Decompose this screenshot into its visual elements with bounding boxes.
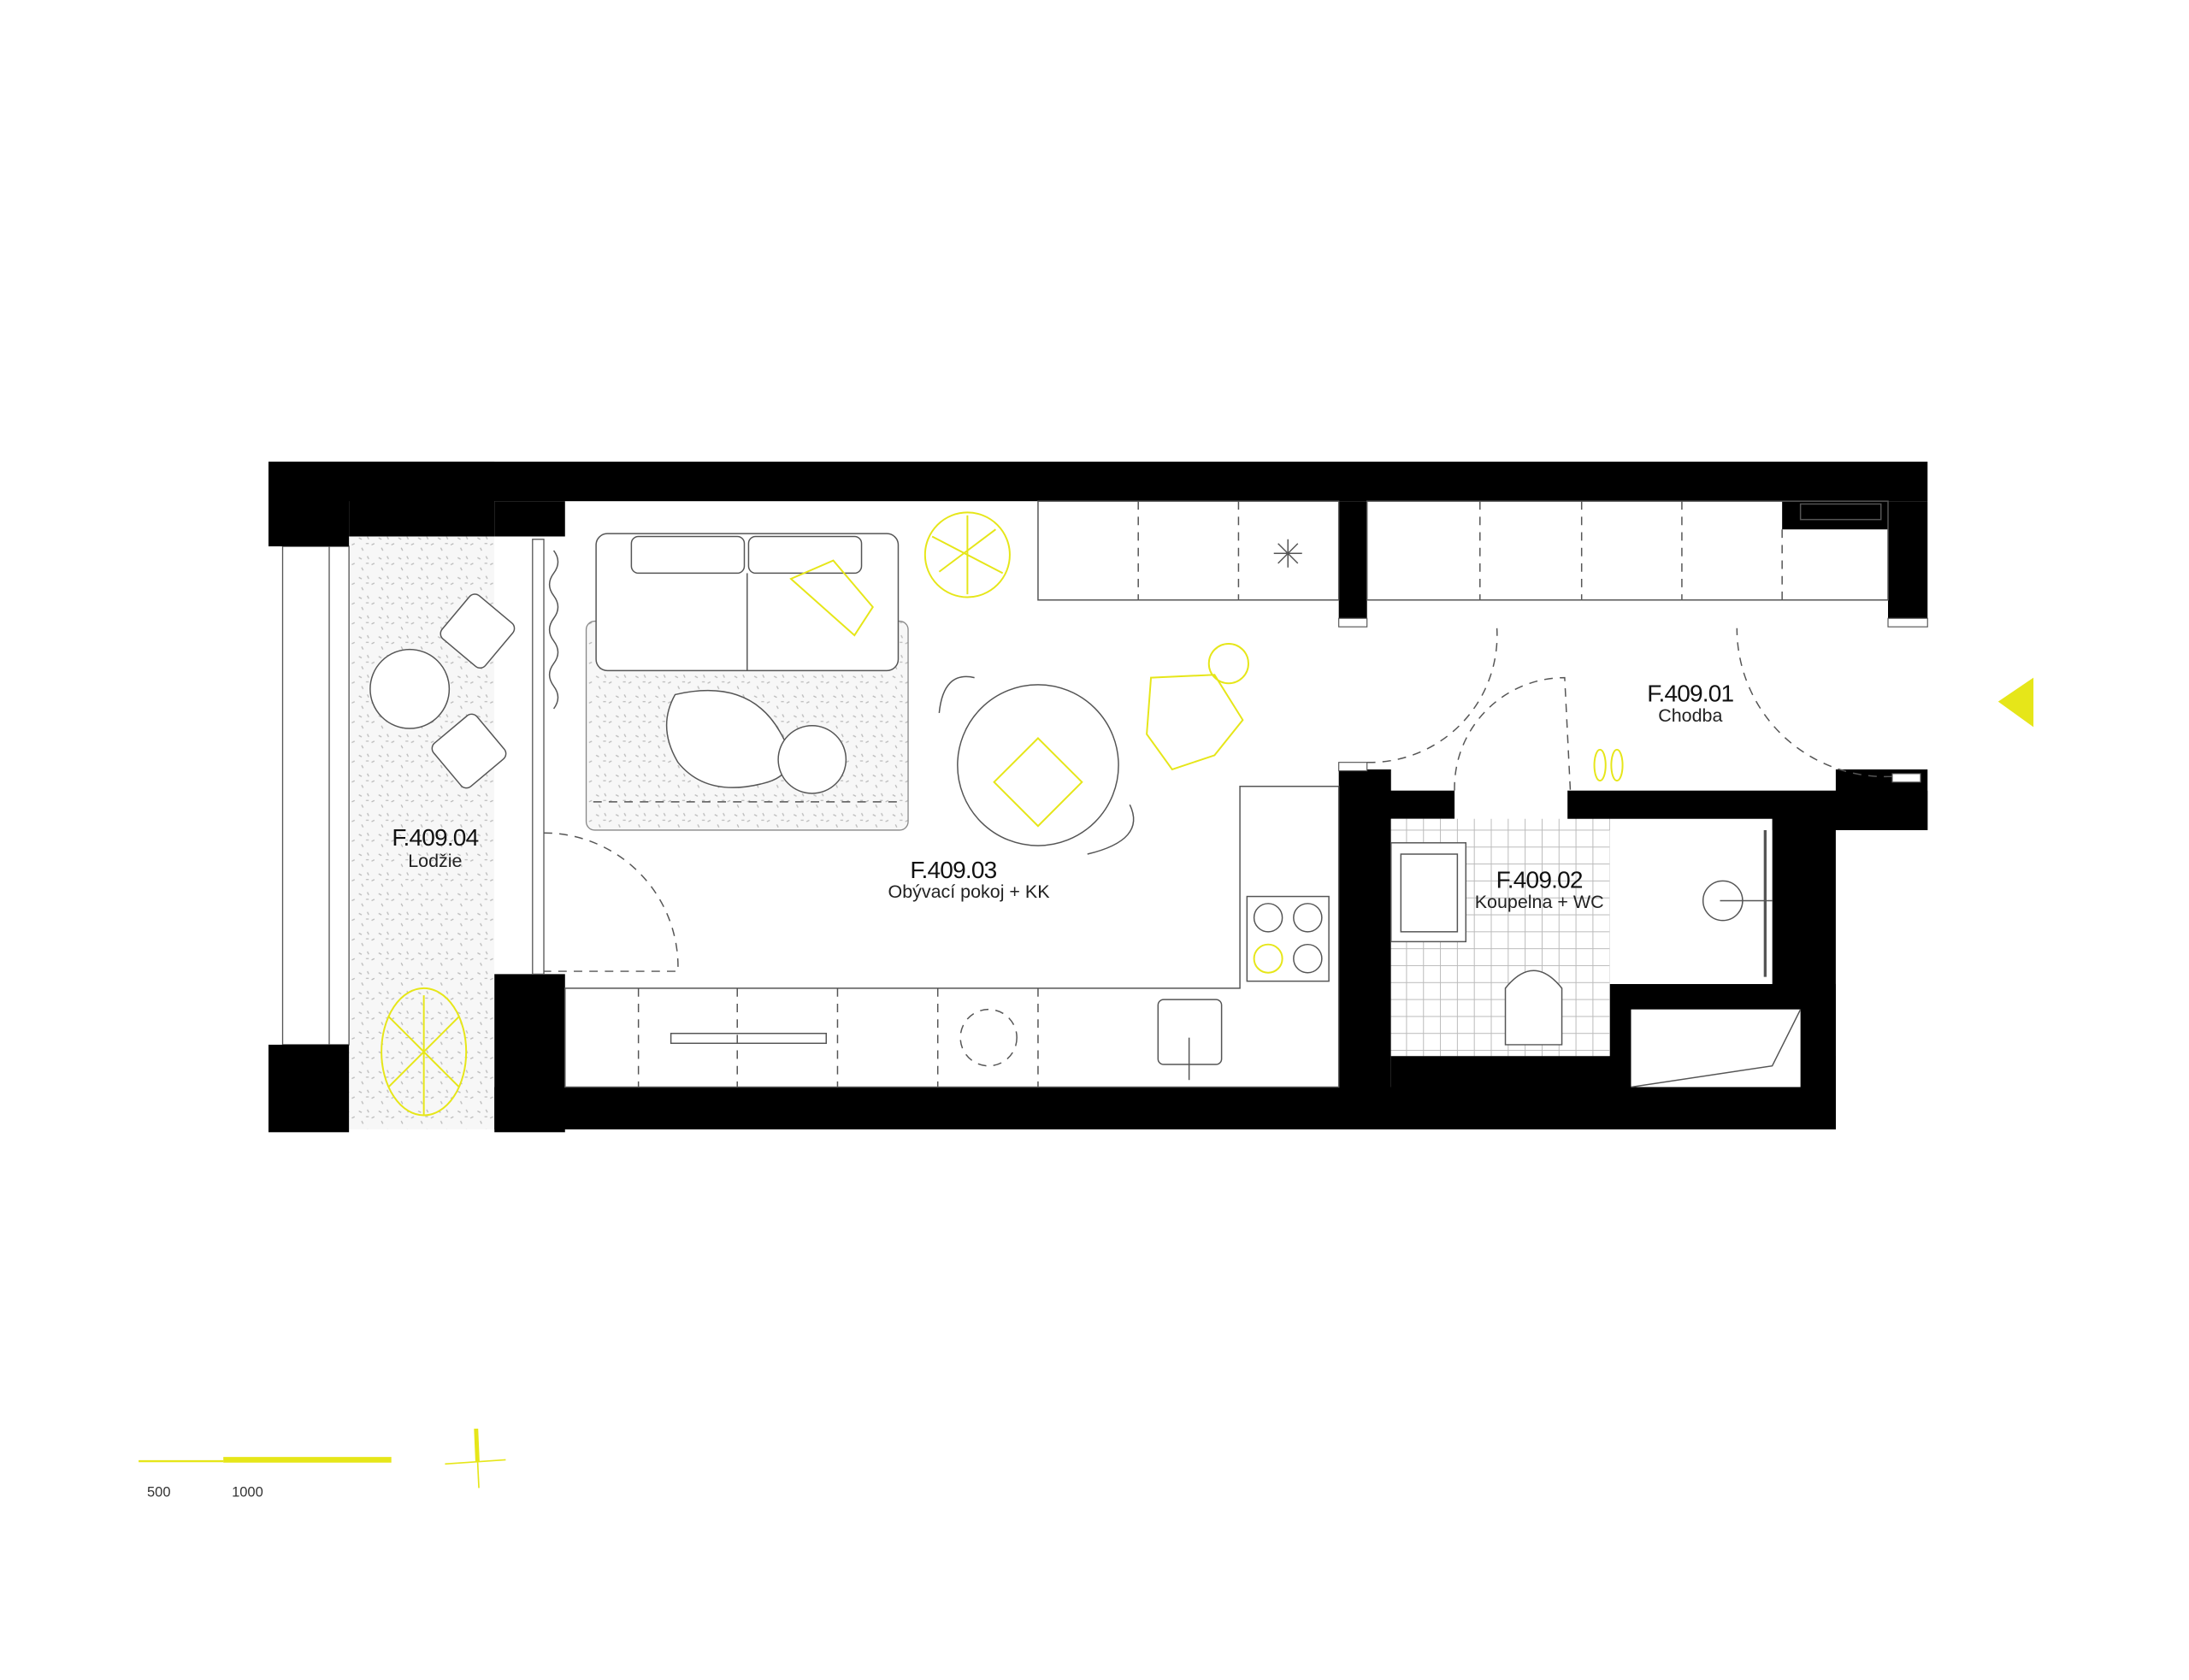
scale-bar: 500 1000 (139, 1457, 392, 1500)
scale-label-1000: 1000 (232, 1484, 263, 1500)
loggia-window (281, 545, 350, 1046)
pouf (777, 725, 847, 794)
hall-doors (1338, 617, 1928, 791)
sofa (595, 533, 900, 672)
wardrobe-hall (1366, 500, 1889, 601)
wardrobe-living (1037, 500, 1340, 601)
svg-text:F.409.03: F.409.03 (910, 857, 996, 883)
svg-text:Koupelna + WC: Koupelna + WC (1475, 892, 1604, 912)
cushion (789, 559, 874, 637)
kitchen-sink (1157, 999, 1223, 1065)
cooktop (1246, 895, 1330, 982)
svg-text:Lodžie: Lodžie (408, 851, 462, 871)
coffee-table (665, 689, 790, 788)
person-figure (1146, 642, 1249, 771)
shower (1702, 829, 1773, 977)
room-label-bathroom: F.409.02 Koupelna + WC (1475, 867, 1604, 912)
hall-cabinet (1799, 503, 1882, 521)
slippers (1593, 748, 1624, 782)
loggia-door (532, 539, 679, 976)
svg-text:F.409.01: F.409.01 (1647, 681, 1733, 707)
svg-text:F.409.02: F.409.02 (1496, 867, 1583, 893)
dining-table (938, 675, 1135, 855)
scale-label-500: 500 (147, 1484, 171, 1500)
washbasin (1390, 842, 1467, 943)
room-label-loggia: F.409.04 Lodžie (392, 824, 479, 871)
plant-loggia (381, 987, 468, 1117)
svg-text:Chodba: Chodba (1658, 705, 1722, 726)
storage-closet (1631, 1009, 1802, 1088)
loggia-table-set (369, 593, 516, 789)
svg-text:Obývací pokoj + KK: Obývací pokoj + KK (888, 881, 1051, 902)
room-label-living: F.409.03 Obývací pokoj + KK (888, 857, 1051, 902)
svg-text:F.409.04: F.409.04 (392, 824, 478, 851)
kitchen-counter (564, 786, 1340, 1088)
walls (268, 461, 1928, 1133)
north-arrow-icon (445, 1428, 506, 1488)
room-label-hall: F.409.01 Chodba (1647, 681, 1734, 726)
toilet (1504, 970, 1563, 1046)
plant-top (923, 511, 1011, 598)
entrance-arrow-icon (1997, 677, 2034, 728)
